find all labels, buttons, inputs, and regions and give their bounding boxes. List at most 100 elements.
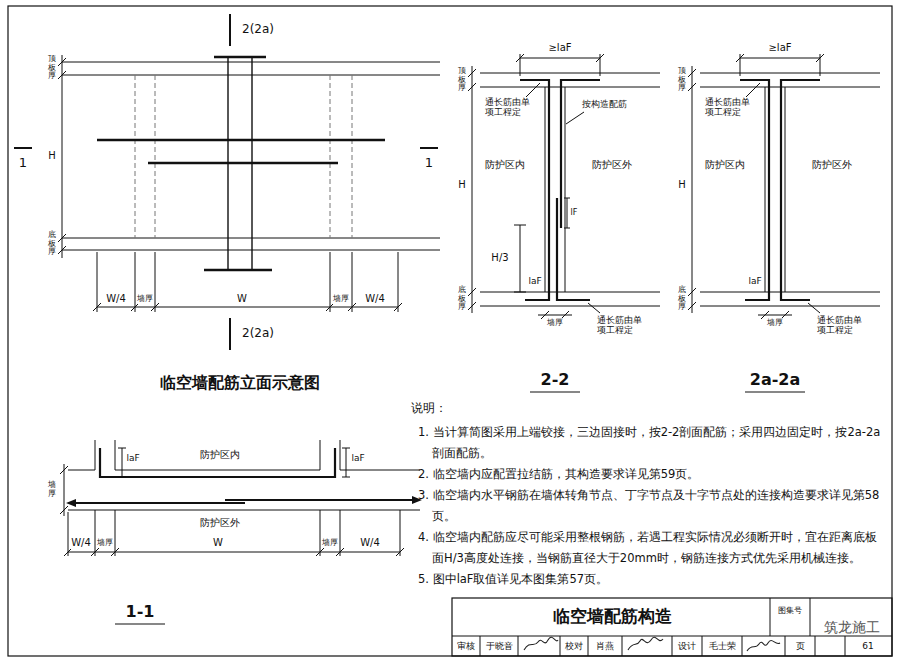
title-block-cell: 设计: [677, 641, 697, 651]
dimension-label: laF: [747, 276, 762, 286]
dimension-label: H/3: [490, 252, 509, 264]
section-drawing: [468, 66, 880, 319]
rebar-section-2a-2a: [740, 80, 820, 300]
rebar-section-2a-2a: [736, 54, 824, 313]
rebar-section-2-2: [526, 83, 600, 313]
section-mark: 2(2a): [241, 23, 275, 37]
elevation-drawing: [14, 14, 438, 350]
plan-section-1-1: [95, 440, 340, 470]
drawing-title: 临空墙配筋构造: [552, 607, 673, 627]
rebar-section-2a-2a: [746, 83, 820, 313]
dimension-label: 底板厚: [458, 286, 466, 312]
dimension-label: 顶板厚: [458, 67, 466, 93]
elevation-drawing: [228, 57, 252, 270]
note-text: 5. 图中laF取值详见本图集第57页。: [418, 569, 885, 590]
section-outline: [468, 66, 660, 319]
plan-section-1-1: [64, 548, 404, 556]
signature: [747, 640, 780, 651]
dimension-label: H: [457, 179, 467, 191]
title-block: [452, 598, 892, 636]
rebar-section-2-2: [520, 80, 600, 300]
dimension-label: W/4: [70, 537, 92, 549]
elevation-drawing: [97, 252, 398, 312]
dimension-label: laF: [527, 276, 542, 286]
elevation-drawing: [14, 14, 440, 350]
plan-section-1-1: [60, 440, 422, 556]
rebar-note: 通长筋由单项工程定: [596, 315, 644, 336]
sheet-frame: [8, 6, 892, 656]
rebar-section-2a-2a: [736, 54, 824, 76]
zone-label: 防护区外: [199, 517, 241, 529]
title-block-cell: 校对: [564, 641, 584, 651]
zone-label: 防护区内: [199, 449, 241, 461]
section-outline: [468, 66, 476, 313]
section-drawing: [688, 66, 880, 319]
signature: [524, 637, 780, 651]
dimension-label: laF: [125, 453, 140, 463]
zone-label: 防护区外: [591, 159, 633, 171]
figure-caption: 2a-2a: [749, 371, 802, 389]
plan-section-1-1: [60, 464, 68, 516]
figure-caption: 临空墙配筋立面示意图: [159, 374, 321, 392]
note-text: 1. 当计算简图采用上端铰接，三边固接时，按2-2剖面配筋；采用四边固定时，按2…: [418, 422, 885, 464]
title-block-cell: 61: [861, 641, 874, 651]
figure-caption: 1-1: [125, 603, 156, 621]
rebar-note: 通长筋由单项工程定: [484, 97, 532, 118]
notes-heading: 说明：: [410, 402, 448, 415]
rebar-section-2-2: [514, 225, 526, 292]
title-block: [480, 636, 845, 656]
rebar-note: 按构造配筋: [581, 99, 628, 109]
dimension-label: 墙厚: [96, 538, 114, 547]
title-block: [452, 598, 892, 656]
dimension-label: 顶板厚: [48, 55, 56, 81]
zone-label: 防护区外: [811, 159, 853, 171]
plan-section-1-1: [70, 448, 418, 503]
dimension-label: W/4: [359, 537, 381, 549]
plan-section-1-1: [66, 496, 422, 507]
dimension-label: W: [212, 537, 224, 549]
dimension-label: laF: [350, 453, 365, 463]
section-mark: 2(2a): [241, 327, 275, 341]
dimension-label: 顶板厚: [678, 67, 686, 93]
elevation-drawing: [62, 62, 440, 250]
note-text: 4. 临空墙内配筋应尽可能采用整根钢筋，若遇工程实际情况必须断开时，宜在距离底板…: [418, 527, 885, 569]
rebar-note: 通长筋由单项工程定: [704, 97, 752, 118]
dimension-label: W: [236, 293, 248, 305]
title-block-cell: 图集号: [777, 606, 803, 615]
title-block: [452, 598, 892, 656]
elevation-drawing: [97, 140, 385, 163]
title-block-cell: 毛士荣: [708, 641, 737, 651]
dimension-label: ≥laF: [547, 42, 572, 54]
signature: [524, 637, 558, 650]
signature: [628, 637, 663, 650]
dimension-label: H: [47, 150, 57, 162]
section-mark: 1: [18, 156, 28, 171]
dimension-label: W/4: [364, 293, 386, 305]
rebar-note: 通长筋由单项工程定: [816, 315, 864, 336]
plan-section-1-1: [118, 448, 350, 477]
figure-caption: 2-2: [540, 371, 571, 389]
dimension-label: 墙厚: [48, 481, 56, 499]
title-block-cell: 肖燕: [595, 641, 615, 651]
elevation-drawing: [135, 75, 352, 238]
elevation-drawing: [204, 57, 272, 270]
zone-label: 防护区内: [704, 159, 746, 171]
dimension-label: 底板厚: [48, 231, 56, 257]
note-text: 3. 临空墙内水平钢筋在墙体转角节点、丁字节点及十字节点处的连接构造要求详见第5…: [418, 485, 885, 527]
rebar-section-2-2: [514, 54, 604, 313]
section-outline: [480, 73, 660, 306]
dimension-label: H: [677, 179, 687, 191]
dimension-label: 墙厚: [766, 318, 784, 327]
dimension-label: lF: [570, 208, 579, 217]
dimension-label: W/4: [105, 293, 127, 305]
dimension-label: 底板厚: [678, 286, 686, 312]
title-block-cell: 审核: [456, 641, 476, 651]
elevation-drawing: [58, 55, 66, 258]
sheet-frame: [8, 6, 892, 656]
rebar-section-2-2: [516, 54, 604, 76]
title-block-cell: 于晓音: [485, 641, 514, 651]
watermark: 筑龙施工: [823, 619, 881, 635]
note-text: 2. 临空墙内应配置拉结筋，其构造要求详见第59页。: [418, 464, 885, 485]
dimension-label: 墙厚: [546, 318, 564, 327]
